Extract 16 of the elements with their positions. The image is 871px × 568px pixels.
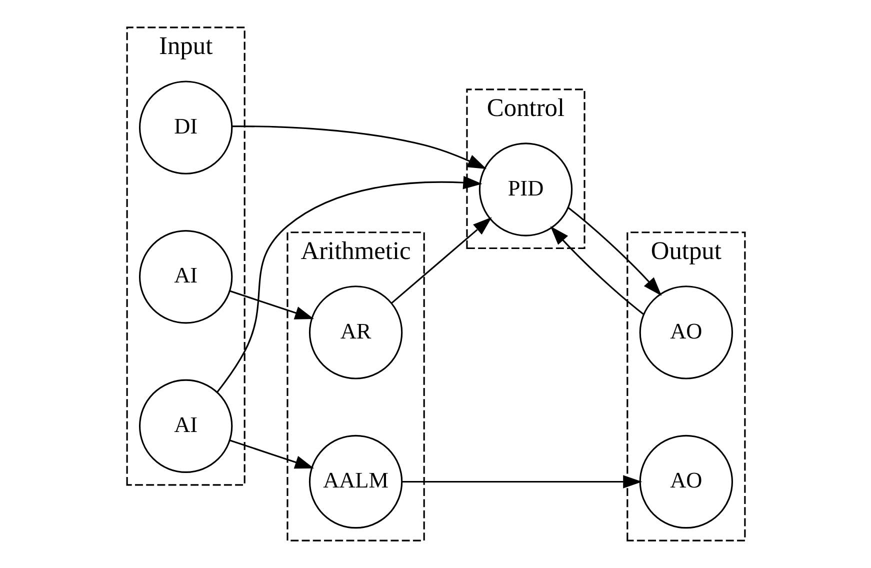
arrow <box>402 475 642 488</box>
arrow <box>550 226 644 315</box>
node-circle: AI <box>138 379 232 474</box>
node-circle: AALM <box>308 434 402 529</box>
node-circle: AO <box>638 286 733 380</box>
node-circle: AO <box>638 434 733 529</box>
arrow <box>229 290 314 320</box>
node-circle: DI <box>138 80 232 174</box>
arrow <box>390 217 492 304</box>
arrow <box>216 176 482 393</box>
arrow <box>567 206 662 296</box>
node-circle: PID <box>478 142 572 236</box>
arrow <box>229 440 314 469</box>
node-circle: AI <box>138 230 232 324</box>
node-circle: AR <box>308 286 402 380</box>
arrow <box>232 126 486 170</box>
